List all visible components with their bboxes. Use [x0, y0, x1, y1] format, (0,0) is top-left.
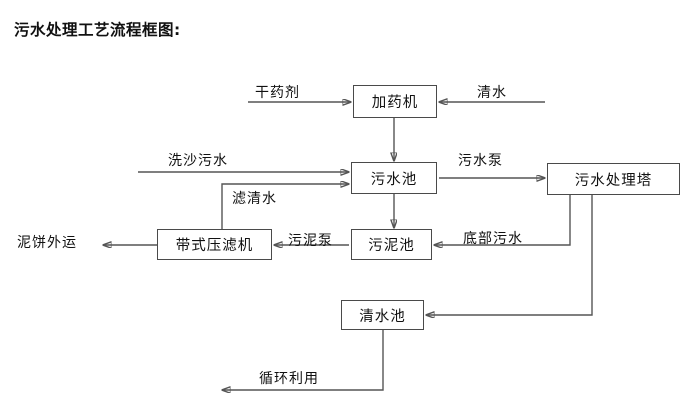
- node-label-clear-water-pool: 清水池: [359, 308, 406, 325]
- edge-label-sewage-pump: 污水泵: [458, 153, 503, 169]
- node-treatment-tower[interactable]: 污水处理塔: [547, 163, 680, 195]
- node-clear-water-pool[interactable]: 清水池: [341, 300, 424, 330]
- node-belt-filter-press[interactable]: 带式压滤机: [157, 229, 272, 260]
- edge-label-sludge-pump: 污泥泵: [288, 233, 333, 249]
- edge-filtrate-to-wastewater-pool: [221, 184, 349, 229]
- edge-label-clean-water: 清水: [477, 85, 507, 101]
- edge-label-dry-reagent: 干药剂: [255, 85, 300, 101]
- page-title: 污水处理工艺流程框图:: [14, 21, 181, 39]
- node-wastewater-pool[interactable]: 污水池: [351, 162, 437, 194]
- node-label-dosing-machine: 加药机: [371, 95, 419, 111]
- node-sludge-pool[interactable]: 污泥池: [351, 229, 432, 260]
- edge-bottom-sewage-to-sludge-pool: [434, 195, 571, 245]
- node-dosing-machine[interactable]: 加药机: [353, 85, 437, 118]
- edge-label-filtrate-water: 滤清水: [232, 191, 277, 207]
- edge-label-sand-wash-sewage: 洗沙污水: [168, 153, 228, 169]
- node-label-wastewater-pool: 污水池: [370, 171, 418, 188]
- node-label-sludge-pool: 污泥池: [368, 238, 415, 254]
- node-label-belt-filter-press: 带式压滤机: [175, 238, 254, 254]
- edge-label-recycle-reuse: 循环利用: [259, 371, 319, 387]
- edge-clear-water-pool-recycle: [222, 330, 384, 390]
- edge-label-bottom-sewage: 底部污水: [463, 231, 523, 247]
- node-label-treatment-tower: 污水处理塔: [574, 172, 653, 189]
- edge-treatment-tower-to-clear-water-pool: [426, 195, 593, 315]
- edge-label-mud-cake-transport: 泥饼外运: [17, 235, 77, 251]
